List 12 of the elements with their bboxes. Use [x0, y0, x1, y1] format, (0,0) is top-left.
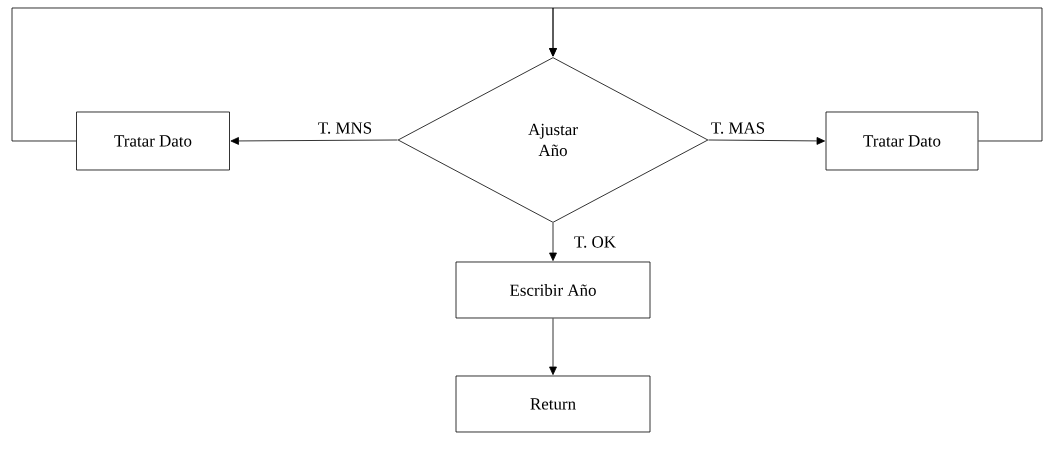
process-box: Escribir Año [455, 261, 651, 319]
arrow [549, 7, 1043, 142]
edge-label: T. MNS [316, 121, 374, 135]
arrow [549, 222, 557, 261]
edge-label: T. MAS [709, 121, 767, 135]
arrow [708, 137, 825, 145]
arrow [230, 137, 398, 145]
edge-label: T. OK [573, 235, 617, 249]
process-box: Return [455, 375, 651, 433]
process-box: Tratar Dato [76, 111, 230, 171]
arrow [549, 318, 557, 375]
process-box: Tratar Dato [825, 111, 979, 171]
